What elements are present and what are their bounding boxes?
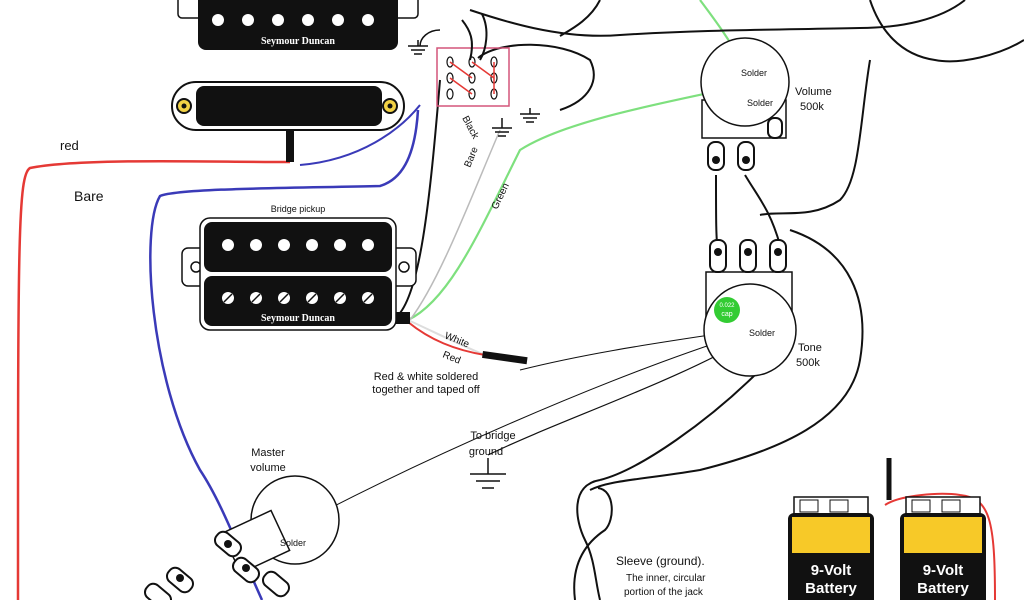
ground-symbol-switch-1 — [408, 40, 428, 55]
neck-humbucker: Seymour Duncan — [177, 0, 419, 50]
volume-solder-inner: Solder — [747, 98, 773, 108]
bridge-ground-symbol — [470, 458, 506, 489]
volume-solder-top: Solder — [741, 68, 767, 78]
neck-brand: Seymour Duncan — [261, 36, 335, 47]
black-wire-top-3 — [859, 0, 966, 29]
volume-value: 500k — [800, 101, 824, 113]
cap-line2: cap — [721, 311, 732, 318]
battery-2: 9-Volt Battery — [900, 496, 986, 600]
pickup-switch — [419, 13, 510, 107]
label-red-short: Red — [441, 350, 462, 367]
black-wire-tone-loop — [744, 174, 781, 246]
note-line2: together and taped off — [372, 384, 480, 396]
bridge-humbucker: Bridge pickup Seymour Duncan — [181, 204, 417, 331]
green-wire — [407, 80, 761, 321]
tone-name: Tone — [798, 342, 822, 354]
bare-wire — [409, 129, 501, 321]
sleeve-line2: portion of the jack — [624, 587, 704, 598]
master-solder: Solder — [280, 538, 306, 548]
label-green: Green — [490, 182, 512, 212]
sleeve-line1: The inner, circular — [626, 573, 706, 584]
battery-1-line1: 9-Volt — [811, 562, 852, 579]
label-black: Black — [459, 114, 481, 142]
volume-pot: Solder Solder Volume 500k — [700, 37, 832, 171]
blue-wire-short — [299, 104, 421, 166]
battery-2-line1: 9-Volt — [923, 562, 964, 579]
tone-pot: 0.022 cap Solder Tone 500k — [703, 239, 822, 377]
master-line2: volume — [250, 462, 285, 474]
label-bare-switch: Bare — [463, 145, 481, 169]
ground-symbol-switch-3 — [520, 108, 540, 123]
cap-line1: 0.022 — [719, 303, 735, 309]
black-wire-top-4 — [869, 0, 1024, 63]
bridge-ground-line1: To bridge — [470, 430, 515, 442]
white-wire — [407, 319, 486, 356]
blue-wire-long — [149, 109, 420, 600]
black-wire-right-loop — [759, 59, 871, 216]
note-line1: Red & white soldered — [374, 371, 479, 383]
label-bare: Bare — [74, 188, 104, 204]
red-wire-bridge — [407, 321, 486, 356]
bridge-pickup-label: Bridge pickup — [271, 204, 326, 214]
red-wire — [16, 159, 291, 600]
signal-line-master — [291, 334, 741, 529]
black-wire-pickup — [394, 79, 441, 319]
black-wire-tone-down — [599, 369, 761, 481]
master-volume-pot: Solder Master volume — [143, 447, 340, 600]
volume-name: Volume — [795, 86, 832, 98]
black-wire-top-1 — [469, 9, 861, 37]
master-line1: Master — [251, 447, 285, 459]
ground-symbol-switch-2 — [492, 118, 512, 137]
bridge-ground-line2: ground — [469, 446, 503, 458]
sleeve-title: Sleeve (ground). — [616, 554, 705, 568]
tone-value: 500k — [796, 357, 820, 369]
black-wire-right-big — [589, 229, 864, 491]
tone-capacitor — [714, 297, 740, 323]
tone-solder: Solder — [749, 328, 775, 338]
battery-2-line2: Battery — [917, 580, 969, 597]
jack-wire — [576, 479, 601, 600]
single-coil-pickup — [171, 81, 405, 162]
battery-1: 9-Volt Battery — [788, 496, 874, 600]
label-red: red — [60, 138, 79, 153]
jack-wire-2 — [573, 487, 613, 600]
battery-1-line2: Battery — [805, 580, 857, 597]
black-wire-top-2 — [559, 0, 601, 37]
bridge-brand: Seymour Duncan — [261, 313, 335, 324]
taped-wires — [482, 351, 528, 365]
